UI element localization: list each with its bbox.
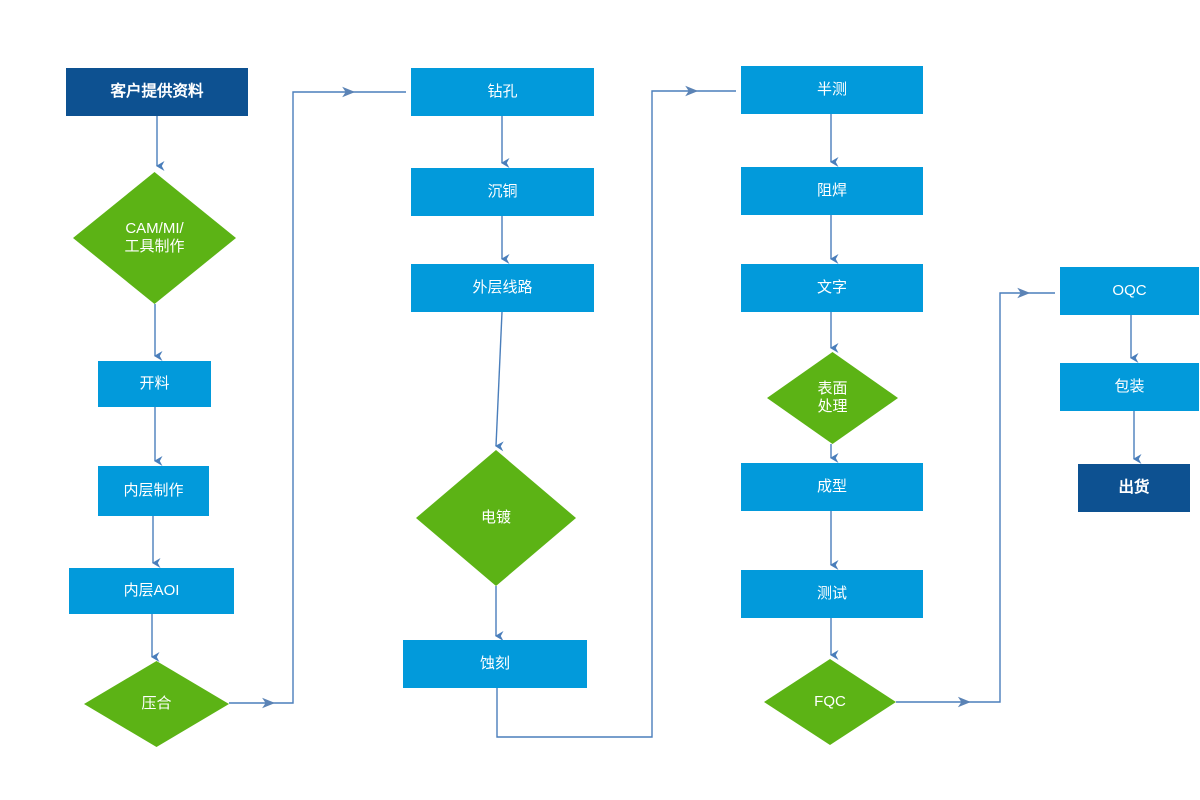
connector-n6-to-n7: [229, 91, 406, 704]
node-label: 阻焊: [816, 182, 847, 200]
node-n1[interactable]: 客户提供资料: [66, 68, 248, 116]
node-n20[interactable]: 包装: [1060, 363, 1199, 411]
diamond-shape-icon: [416, 450, 576, 586]
node-n4[interactable]: 内层制作: [98, 466, 209, 516]
node-n18[interactable]: FQC: [764, 659, 896, 745]
node-label: 半测: [816, 81, 847, 99]
arrowhead-icon: [262, 697, 276, 709]
node-n8[interactable]: 沉铜: [411, 168, 594, 216]
node-label: 文字: [816, 279, 847, 297]
node-label: 内层AOI: [123, 582, 180, 600]
diamond-shape-icon: [764, 659, 896, 745]
connector-n9-to-n10: [495, 311, 504, 452]
node-n19[interactable]: OQC: [1060, 267, 1199, 315]
node-n21[interactable]: 出货: [1078, 464, 1190, 512]
connector-paths: [151, 85, 1142, 738]
node-n15[interactable]: 表面 处理: [767, 352, 898, 444]
node-label: OQC: [1112, 282, 1147, 300]
node-n13[interactable]: 阻焊: [741, 167, 923, 215]
node-n2[interactable]: CAM/MI/ 工具制作: [73, 172, 236, 304]
diamond-shape-icon: [73, 172, 236, 304]
node-n17[interactable]: 测试: [741, 570, 923, 618]
arrowhead-icon: [342, 86, 356, 98]
node-n11[interactable]: 蚀刻: [403, 640, 587, 688]
node-n7[interactable]: 钻孔: [411, 68, 594, 116]
node-label: 钻孔: [487, 83, 518, 101]
node-label: 内层制作: [123, 482, 184, 500]
diamond-shape-icon: [84, 661, 229, 747]
node-label: 外层线路: [472, 279, 533, 297]
node-n16[interactable]: 成型: [741, 463, 923, 511]
node-n3[interactable]: 开料: [98, 361, 211, 407]
node-n5[interactable]: 内层AOI: [69, 568, 234, 614]
node-n6[interactable]: 压合: [84, 661, 229, 747]
node-label: 蚀刻: [479, 655, 510, 673]
node-n10[interactable]: 电镀: [416, 450, 576, 586]
diamond-shape-icon: [767, 352, 898, 444]
arrowhead-icon: [1017, 287, 1031, 299]
arrowhead-icon: [685, 85, 699, 97]
node-n12[interactable]: 半测: [741, 66, 923, 114]
node-label: 出货: [1118, 478, 1150, 496]
node-n14[interactable]: 文字: [741, 264, 923, 312]
node-label: 测试: [816, 585, 847, 603]
node-n9[interactable]: 外层线路: [411, 264, 594, 312]
node-label: 开料: [139, 375, 170, 393]
node-label: 包装: [1114, 378, 1145, 396]
node-label: 客户提供资料: [110, 82, 204, 100]
node-label: 成型: [816, 478, 847, 496]
node-label: 沉铜: [487, 183, 518, 201]
arrowhead-icon: [957, 696, 971, 708]
